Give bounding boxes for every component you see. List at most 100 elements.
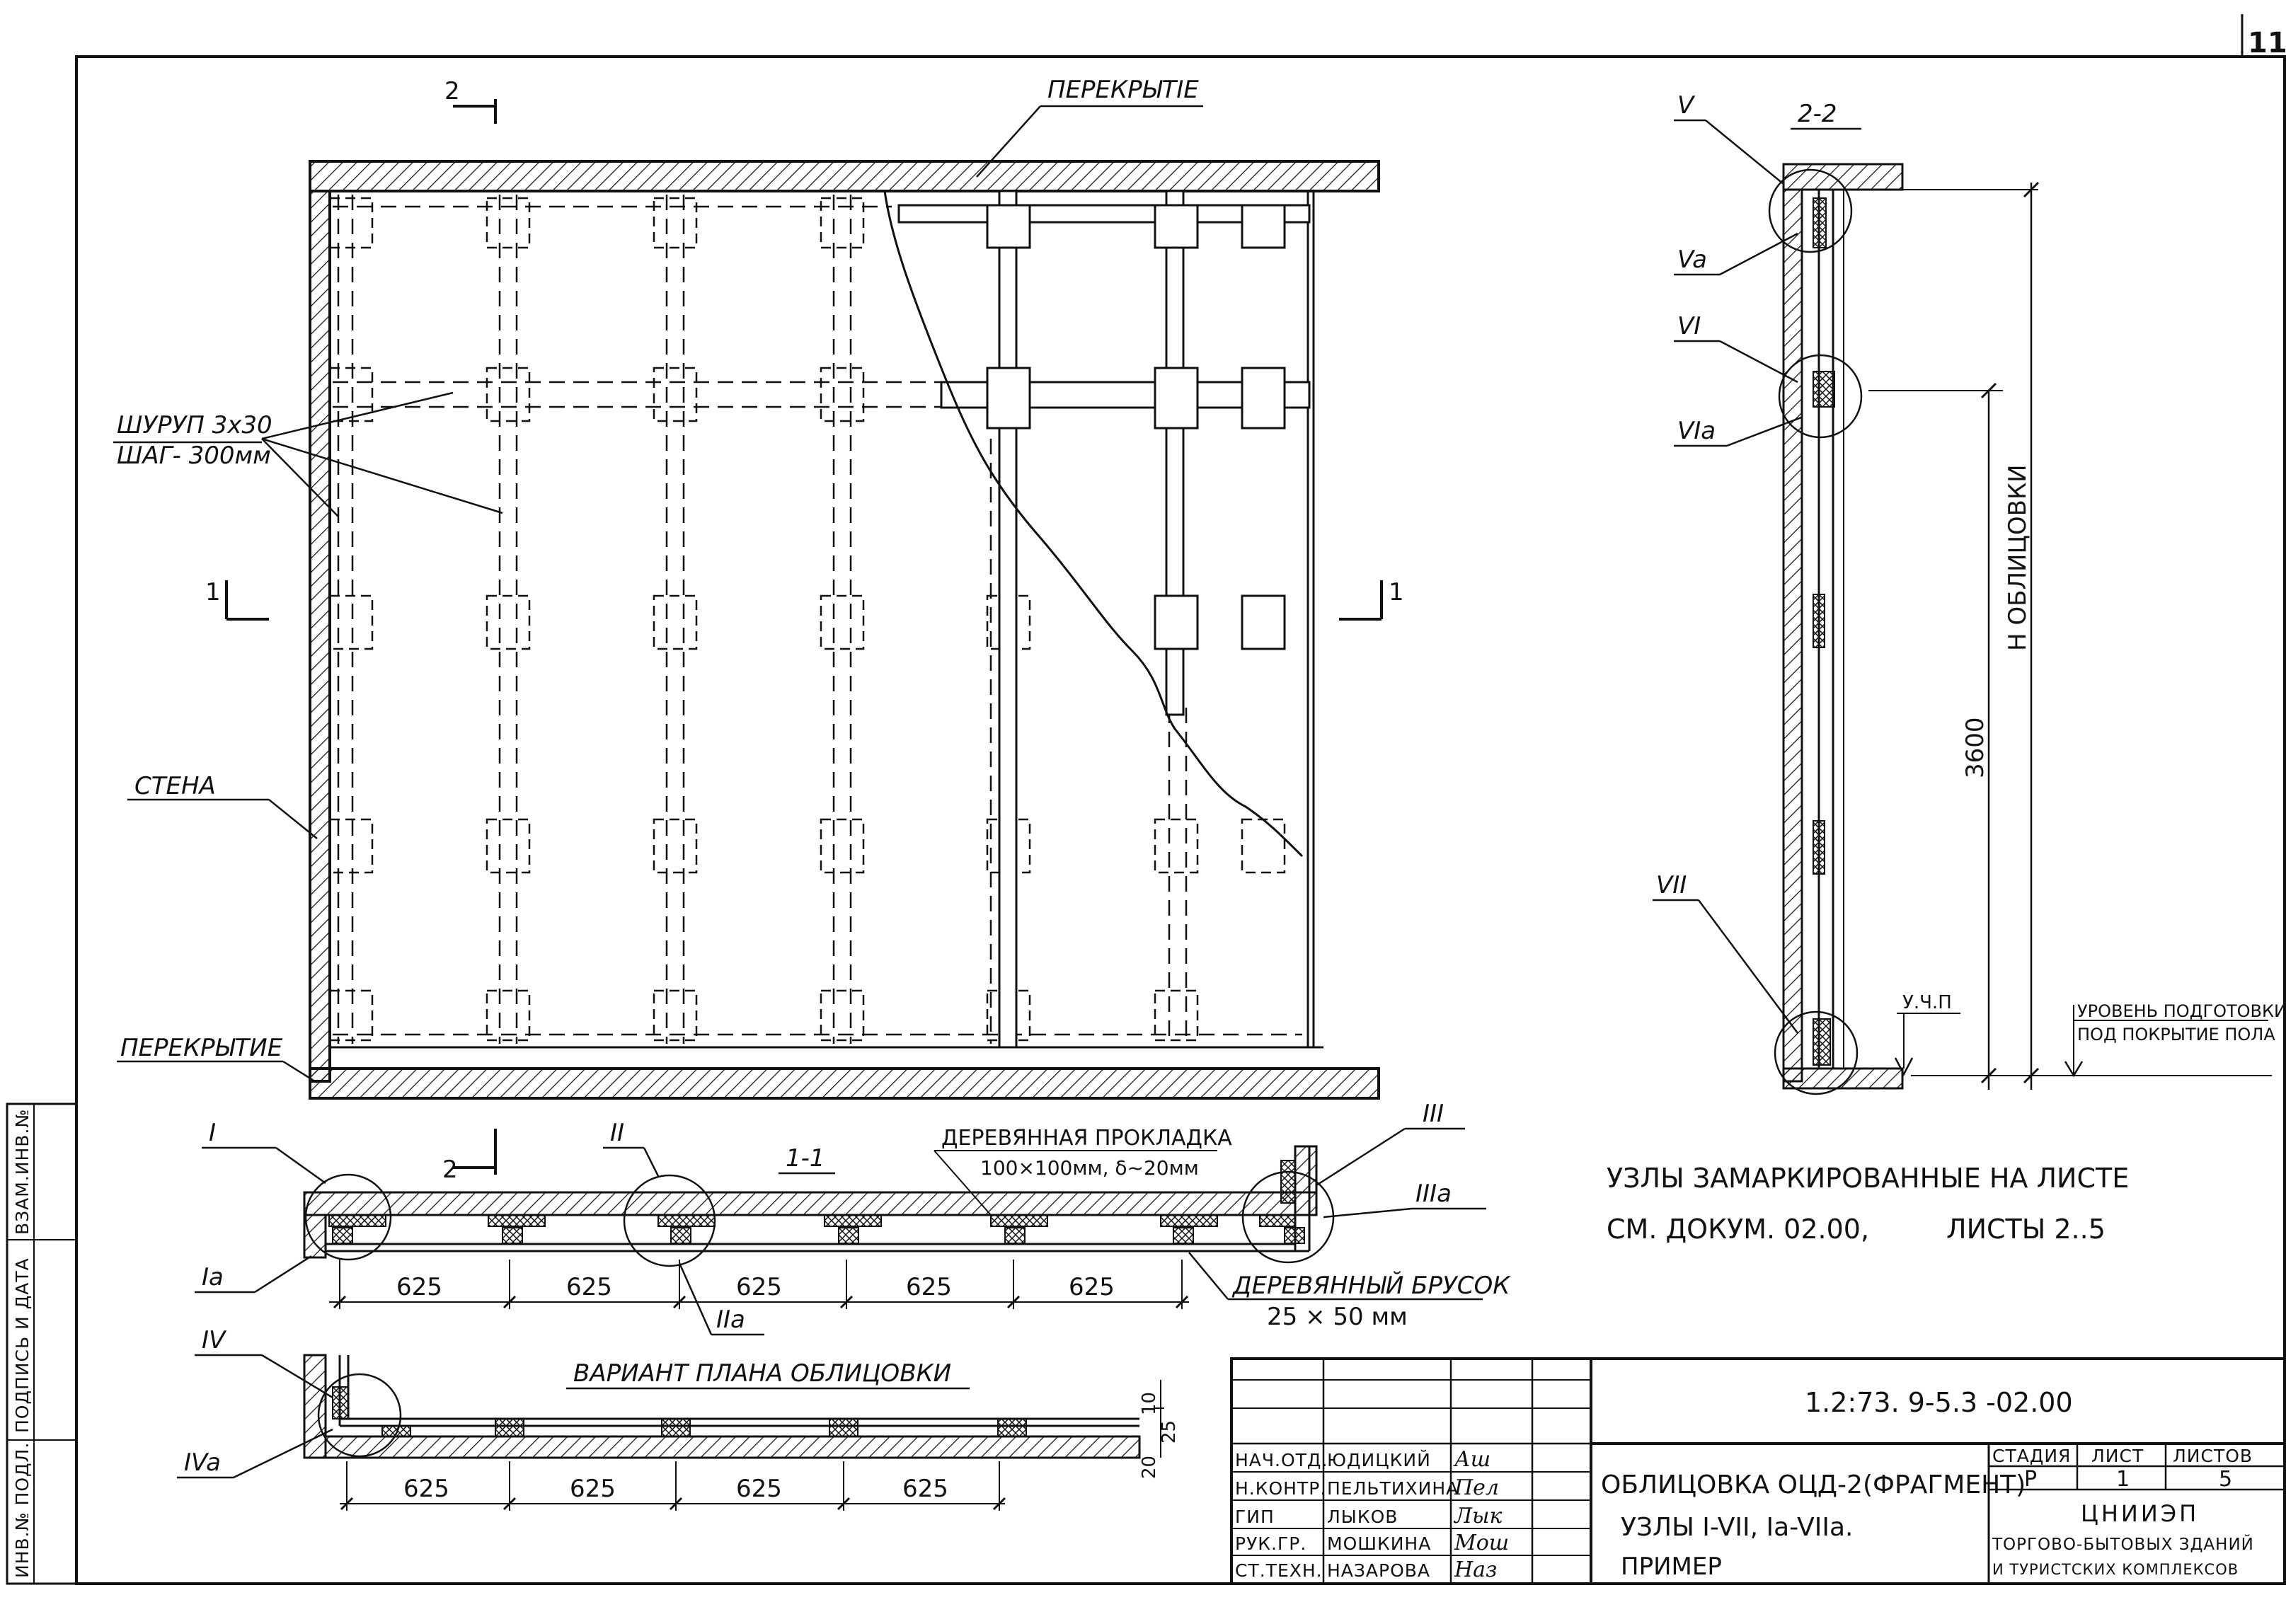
visible-battens (897, 190, 1311, 1049)
variant-plan-title: ВАРИАНТ ПЛАНА ОБЛИЦОВКИ (573, 1359, 951, 1388)
spacer-label-line1: ДЕРЕВЯННАЯ ПРОКЛАДКА (941, 1126, 1232, 1151)
staff-role-1: Н.КОНТР. (1235, 1478, 1326, 1499)
sheet-number: 11 (2248, 27, 2286, 59)
node-v: V (1677, 91, 1696, 120)
left-wall (309, 190, 331, 1083)
drawing-title-line2: УЗЛЫ I-VII, Ia-VIIa. (1621, 1513, 1853, 1542)
section-1-1-spacers (328, 1160, 1305, 1244)
node-iva: IVa (184, 1449, 221, 1477)
dim-variant-side-10: 10 (1139, 1392, 1160, 1415)
staff-sign-4: Наз (1454, 1557, 1497, 1582)
screw-label-line2: ШАГ- 300мм (117, 442, 271, 470)
node-iv: IV (202, 1326, 227, 1354)
floor-level-note-line2: ПОД ПОКРЫТИЕ ПОЛА (2077, 1025, 2275, 1044)
dim-variant-d: 625 (902, 1475, 948, 1503)
spacer-label-line2: 100×100мм, δ~20мм (980, 1156, 1199, 1180)
section-2-2-title: 2-2 (1798, 100, 1837, 128)
dim-1-1-a: 625 (396, 1273, 442, 1301)
org-line3: И ТУРИСТСКИХ КОМПЛЕКСОВ (1992, 1561, 2239, 1578)
batten-label-line2: 25 × 50 мм (1267, 1303, 1408, 1331)
dim-variant-side-20: 20 (1139, 1456, 1160, 1479)
org-line2: ТОРГОВО-БЫТОВЫХ ЗДАНИЙ (1992, 1534, 2254, 1554)
stamp-inv-podl: ИНВ.№ ПОДЛ. (12, 1442, 33, 1578)
break-line (883, 190, 1304, 858)
note-line3: ЛИСТЫ 2..5 (1946, 1214, 2106, 1245)
section-marks (225, 99, 1383, 1175)
staff-sign-3: Мош (1454, 1531, 1509, 1555)
section-2-2: 2-2 V Va VI VIa VII (1653, 91, 2286, 1095)
note-line2: СМ. ДОКУМ. 02.00, (1607, 1214, 1869, 1245)
section-mark-2-top: 2 (444, 77, 460, 105)
node-vii: VII (1656, 871, 1687, 899)
title-block: НАЧ.ОТД. ЮДИЦКИЙ Аш Н.КОНТР. ПЕЛЬТИХИНА … (1230, 1357, 2286, 1585)
staff-sign-1: Пел (1454, 1475, 1499, 1500)
node-iii: III (1423, 1100, 1444, 1128)
sheet-header: ЛИСТ (2091, 1446, 2144, 1466)
dim-variant-side-25: 25 (1159, 1420, 1180, 1444)
node-va: Va (1677, 246, 1707, 274)
staff-name-1: ПЕЛЬТИХИНА (1327, 1478, 1459, 1499)
sheets-value: 5 (2219, 1467, 2232, 1492)
floor-level-note-line1: УРОВЕНЬ ПОДГОТОВКИ (2077, 1001, 2286, 1021)
wall-label: СТЕНА (134, 772, 216, 800)
section-mark-1-right: 1 (1389, 578, 1404, 606)
sheet-value: 1 (2116, 1467, 2130, 1492)
section-mark-1-left: 1 (205, 578, 221, 606)
dim-variant-c: 625 (736, 1475, 782, 1503)
staff-role-3: РУК.ГР. (1235, 1533, 1306, 1554)
floor-level-mark: У.Ч.П (1902, 992, 1952, 1013)
section-mark-2-bottom: 2 (442, 1156, 458, 1184)
stage-header: СТАДИЯ (1992, 1446, 2071, 1466)
node-vi: VI (1677, 312, 1701, 340)
node-iiia: IIIa (1415, 1180, 1452, 1208)
dim-1-1-b: 625 (566, 1273, 612, 1301)
node-ia: Ia (202, 1263, 224, 1291)
dim-variant-a: 625 (403, 1475, 449, 1503)
sheets-header: ЛИСТОВ (2173, 1446, 2253, 1466)
staff-sign-2: Лык (1453, 1504, 1502, 1528)
dim-1-1-d: 625 (906, 1273, 952, 1301)
variant-plan: ВАРИАНТ ПЛАНА ОБЛИЦОВКИ IV IVa (177, 1326, 1180, 1511)
node-ii: II (610, 1119, 624, 1147)
dim-variant-b: 625 (570, 1475, 616, 1503)
general-note: УЗЛЫ ЗАМАРКИРОВАННЫЕ НА ЛИСТЕ СМ. ДОКУМ.… (1607, 1163, 2129, 1245)
node-i: I (209, 1119, 216, 1147)
elevation-view: ПЕРЕКРЫТIЕ СТЕНА ПЕРЕКРЫТИЕ ШУРУП 3х30 Ш… (113, 76, 1404, 1184)
drawing-title-line1: ОБЛИЦОВКА ОЦД-2(ФРАГМЕНТ) (1601, 1470, 2026, 1499)
section-1-1-title: 1-1 (786, 1144, 825, 1173)
side-stamp: ИНВ.№ ПОДЛ. ПОДПИСЬ И ДАТА ВЗАМ.ИНВ.№ (6, 1102, 78, 1585)
node-via: VIa (1677, 417, 1716, 445)
note-line1: УЗЛЫ ЗАМАРКИРОВАННЫЕ НА ЛИСТЕ (1607, 1163, 2129, 1194)
staff-sign-0: Аш (1453, 1447, 1491, 1472)
top-slab (309, 160, 1380, 192)
bottom-slab (309, 1067, 1380, 1100)
hidden-battens (333, 195, 1302, 1044)
section-1-1-dimension-line (329, 1260, 1189, 1309)
staff-role-2: ГИП (1235, 1507, 1275, 1527)
stamp-sign-date: ПОДПИСЬ И ДАТА (12, 1257, 33, 1433)
cladding-height-label: Н ОБЛИЦОВКИ (2004, 464, 2032, 651)
cladding-height-value: 3600 (1961, 717, 1989, 778)
document-code: 1.2:73. 9-5.3 -02.00 (1805, 1387, 2073, 1418)
section-1-1: 1-1 I Ia (195, 1100, 1511, 1336)
top-slab-label: ПЕРЕКРЫТIЕ (1047, 76, 1199, 104)
dim-1-1-e: 625 (1069, 1273, 1115, 1301)
dim-1-1-c: 625 (736, 1273, 782, 1301)
screw-label-line1: ШУРУП 3х30 (117, 411, 272, 439)
bottom-slab-label: ПЕРЕКРЫТИЕ (120, 1034, 283, 1062)
stamp-vzam-inv: ВЗАМ.ИНВ.№ (12, 1109, 33, 1235)
drawing-title-line3: ПРИМЕР (1621, 1553, 1722, 1581)
sheet-frame: 11 (75, 14, 2286, 1585)
variant-plan-dimension-line (340, 1380, 1164, 1511)
staff-name-3: МОШКИНА (1327, 1533, 1431, 1554)
staff-name-0: ЮДИЦКИЙ (1327, 1450, 1431, 1470)
stage-value: Р (2024, 1467, 2037, 1492)
batten-label-line1: ДЕРЕВЯННЫЙ БРУСОК (1231, 1271, 1511, 1300)
node-iia: IIa (716, 1306, 745, 1334)
hidden-spacers (328, 197, 1286, 1042)
org-line1: ЦНИИЭП (2081, 1500, 2199, 1527)
staff-role-4: СТ.ТЕХН. (1235, 1560, 1323, 1581)
staff-role-0: НАЧ.ОТД. (1235, 1450, 1328, 1470)
variant-plan-spacers (332, 1386, 1027, 1437)
